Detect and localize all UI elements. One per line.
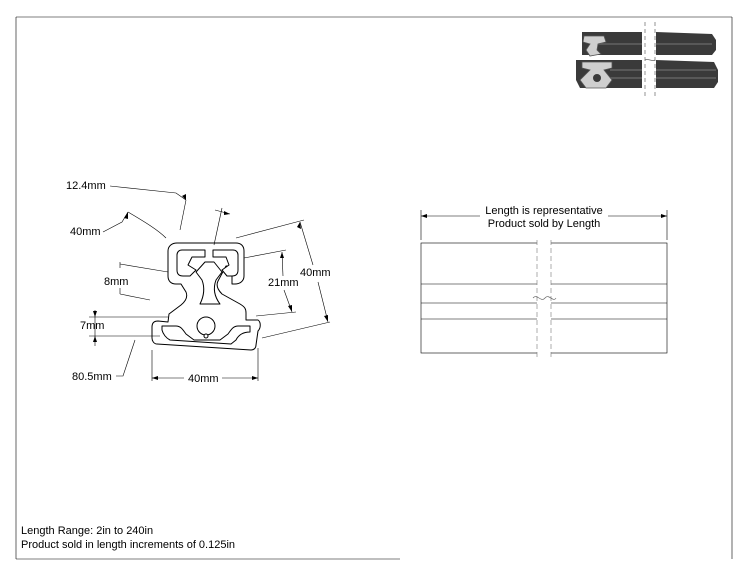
sheet-border (15, 16, 733, 560)
dim-slot-width: 12.4mm (66, 180, 106, 192)
dim-overall-height: 40mm (300, 267, 331, 279)
length-note-line2: Product sold by Length (488, 218, 601, 230)
dim-inner-height: 21mm (268, 277, 299, 289)
dim-lip-height: 7mm (80, 320, 104, 332)
length-range-note: Length Range: 2in to 240in (21, 525, 154, 537)
profile-cross-section (151, 242, 261, 351)
dim-angle: 80.5mm (72, 371, 112, 383)
length-break (532, 240, 557, 358)
length-arrows (421, 214, 667, 218)
dim-bottom-width: 40mm (188, 373, 219, 385)
dim-top-width: 40mm (70, 226, 101, 238)
dimension-arrows (93, 194, 328, 380)
dim-slot-depth: 8mm (104, 276, 128, 288)
profile-3d-preview (576, 22, 718, 97)
length-note-line1: Length is representative (485, 205, 602, 217)
length-increment-note: Product sold in length increments of 0.1… (21, 539, 236, 551)
